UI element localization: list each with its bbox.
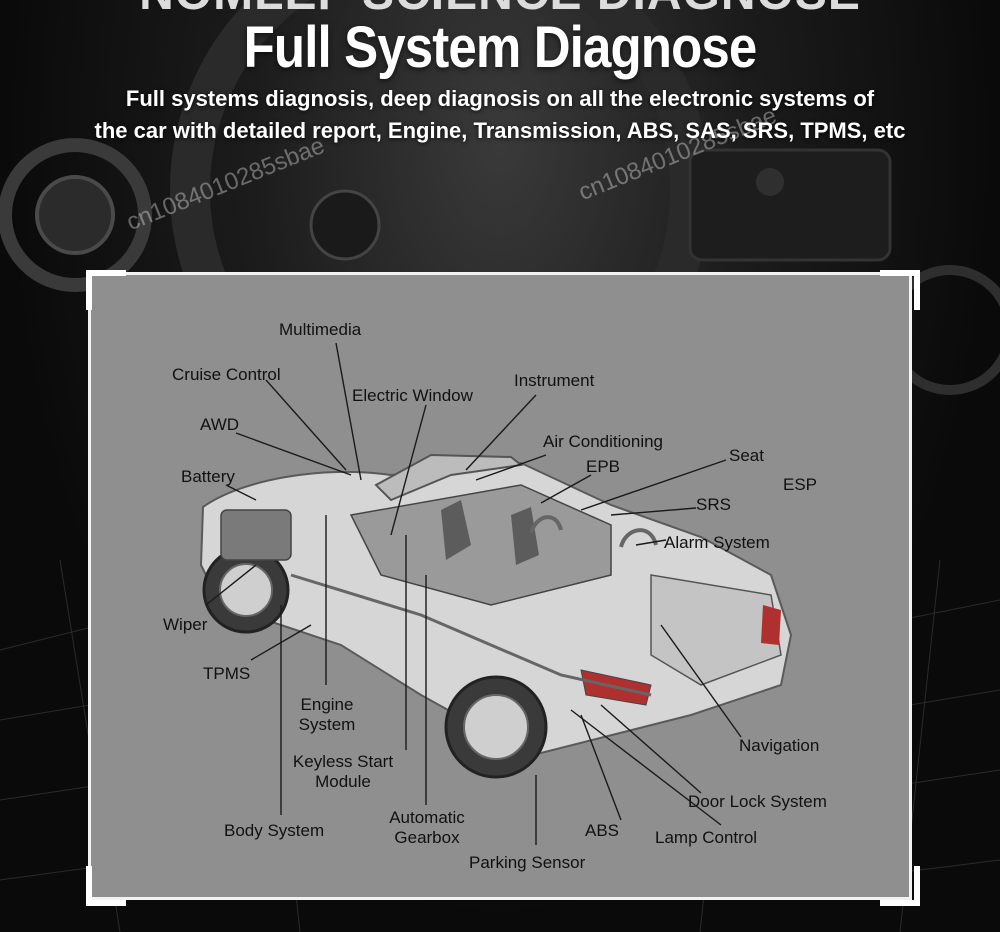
frame-corner (86, 866, 126, 906)
label-gearbox-line-2: Gearbox (394, 828, 460, 847)
label-instrument: Instrument (514, 371, 595, 390)
label-seat: Seat (729, 446, 764, 465)
label-engine-system: Engine System (292, 695, 362, 735)
subtitle-line-1: Full systems diagnosis, deep diagnosis o… (125, 86, 875, 111)
label-lamp-control: Lamp Control (655, 828, 758, 847)
label-door-lock-system: Door Lock System (688, 792, 827, 811)
cut-off-title: NOMLEF SCIENCE DIAGNOSE (0, 0, 1000, 21)
diagram-panel (88, 272, 912, 900)
frame-corner (880, 866, 920, 906)
label-alarm-system: Alarm System (664, 533, 770, 552)
label-wiper: Wiper (163, 615, 208, 634)
page-title: Full System Diagnose (243, 15, 758, 80)
label-body-system: Body System (224, 821, 325, 840)
label-parking-sensor: Parking Sensor (469, 853, 586, 872)
car-cutaway-illustration (199, 342, 793, 845)
label-cruise-control: Cruise Control (172, 365, 281, 384)
label-srs: SRS (696, 495, 731, 514)
subtitle-line-2: the car with detailed report, Engine, Tr… (94, 118, 906, 143)
frame-corner (86, 270, 126, 310)
label-engine-system-line-2: System (298, 715, 356, 734)
label-automatic-gearbox: Automatic Gearbox (377, 808, 477, 848)
label-abs: ABS (585, 821, 620, 840)
label-esp: ESP (783, 475, 818, 494)
label-multimedia: Multimedia (279, 320, 362, 339)
subtitle: Full systems diagnosis, deep diagnosis o… (40, 83, 960, 147)
label-engine-system-line-1: Engine (300, 695, 354, 714)
label-keyless-line-1: Keyless Start (292, 752, 394, 771)
label-keyless-line-2: Module (315, 772, 371, 791)
label-air-conditioning: Air Conditioning (543, 432, 664, 451)
frame-corner (880, 270, 920, 310)
label-tpms: TPMS (203, 664, 251, 683)
label-keyless-start-module: Keyless Start Module (283, 752, 403, 792)
label-battery: Battery (181, 467, 235, 486)
label-awd: AWD (200, 415, 240, 434)
label-navigation: Navigation (739, 736, 820, 755)
label-gearbox-line-1: Automatic (389, 808, 465, 827)
label-epb: EPB (586, 457, 621, 476)
label-electric-window: Electric Window (352, 386, 473, 405)
